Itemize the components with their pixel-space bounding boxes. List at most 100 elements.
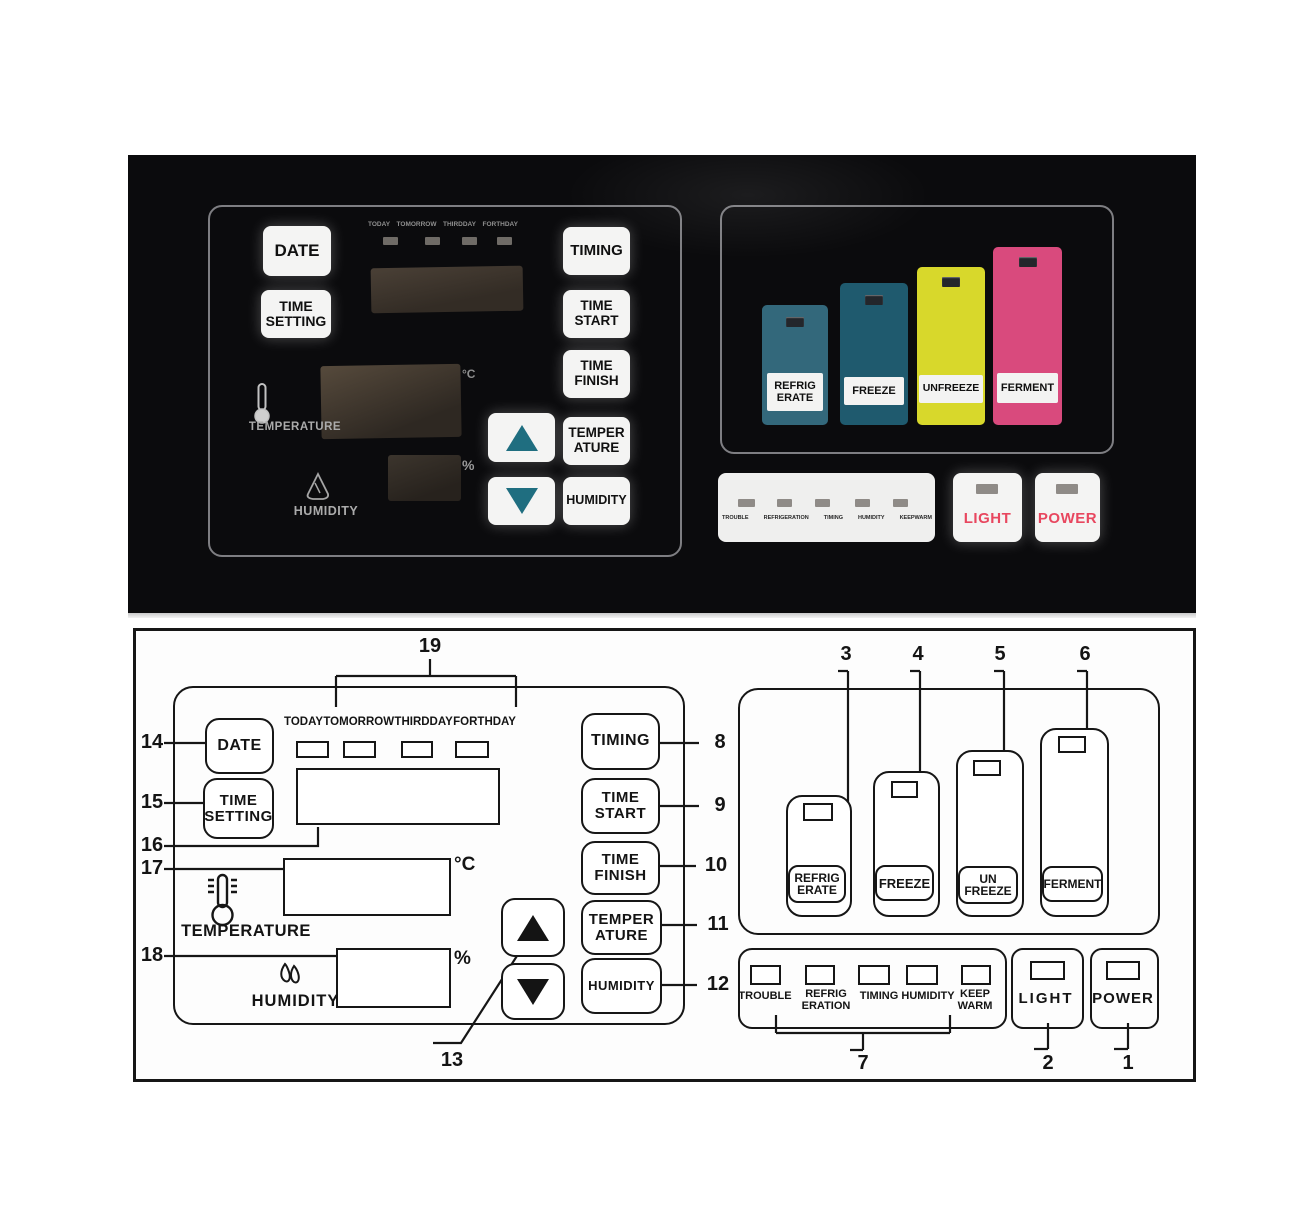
status-led: [815, 499, 830, 507]
diagram-status-led: [750, 965, 781, 985]
diagram-freeze-button[interactable]: FREEZE: [873, 771, 940, 917]
timing-button[interactable]: TIMING: [563, 227, 630, 275]
callout-13: 13: [440, 1049, 464, 1071]
ferment-mode-label: FERMENT: [997, 373, 1058, 403]
day-label-row: TODAY TOMORROW THIRDDAY FORTHDAY: [368, 221, 518, 228]
day-led: [383, 237, 398, 245]
diagram-time-setting-button[interactable]: TIME SETTING: [203, 778, 274, 839]
power-button[interactable]: POWER: [1035, 473, 1100, 542]
callout-1: 1: [1122, 1052, 1134, 1074]
light-indicator: [976, 484, 998, 494]
diagram-unfreeze-button[interactable]: UN FREEZE: [956, 750, 1024, 917]
diagram-up-arrow-icon: [517, 914, 549, 941]
diagram-percent-unit: %: [454, 948, 471, 969]
mode-indicator-window: [865, 295, 883, 305]
date-button[interactable]: DATE: [263, 226, 331, 276]
diagram-status-keepwarm: KEEP WARM: [957, 988, 993, 1012]
diagram-mode-panel: [738, 688, 1160, 935]
light-indicator-window: [1030, 961, 1065, 980]
diagram-light-label: LIGHT: [1018, 990, 1074, 1007]
callout-10: 10: [704, 854, 728, 876]
diagram-refrigerate-label: REFRIG ERATE: [788, 865, 846, 903]
control-panel-photo: DATE TIME SETTING TODAY TOMORROW THIRDDA…: [128, 155, 1196, 613]
diagram-left-panel: [173, 686, 685, 1025]
diagram-thermometer-icon: [208, 873, 237, 927]
temperature-caption: TEMPERATURE: [248, 421, 342, 433]
callout-3: 3: [840, 643, 852, 665]
diagram-status-timing: TIMING: [859, 990, 899, 1002]
unfreeze-mode-label: UNFREEZE: [919, 375, 983, 403]
humidity-display: [388, 455, 461, 501]
status-label-refrigeration: REFRIGERATION: [763, 515, 809, 521]
status-label-keepwarm: KEEPWARM: [899, 515, 932, 521]
diagram-refrigerate-button[interactable]: REFRIG ERATE: [786, 795, 852, 917]
mode-indicator-window: [973, 760, 1001, 776]
diagram-timing-button[interactable]: TIMING: [581, 713, 660, 770]
callout-4: 4: [912, 643, 924, 665]
diagram-down-arrow-button[interactable]: [501, 963, 565, 1020]
mode-indicator-window: [1019, 257, 1037, 267]
thermometer-icon: [254, 383, 270, 424]
callout-11: 11: [707, 913, 729, 935]
callout-14: 14: [140, 731, 164, 753]
down-arrow-button[interactable]: [488, 477, 555, 525]
diagram-day-label-row: TODAY TOMORROW THIRDDAY FORTHDAY: [284, 716, 516, 728]
diagram-freeze-label: FREEZE: [875, 865, 934, 901]
status-label-row: TROUBLE REFRIGERATION TIMING HUMIDITY KE…: [722, 515, 932, 521]
temperature-button-label: TEMPER ATURE: [568, 425, 625, 455]
day-led: [497, 237, 512, 245]
diagram-light-button[interactable]: LIGHT: [1011, 948, 1084, 1029]
temperature-button[interactable]: TEMPER ATURE: [563, 417, 630, 465]
humidity-button[interactable]: HUMIDITY: [563, 477, 630, 525]
diagram-ferment-button[interactable]: FERMENT: [1040, 728, 1109, 917]
status-led: [738, 499, 755, 507]
diagram-humidity-display: [336, 948, 451, 1008]
up-arrow-button[interactable]: [488, 413, 555, 462]
time-start-button[interactable]: TIME START: [563, 290, 630, 338]
diagram-status-refrigeration: REFRIG ERATION: [801, 988, 851, 1012]
refrigerate-mode-button[interactable]: REFRIG ERATE: [762, 305, 828, 425]
diagram-power-button[interactable]: POWER: [1090, 948, 1159, 1029]
diagram-humidity-caption: HUMIDITY: [251, 992, 340, 1010]
day-label-today: TODAY: [368, 221, 391, 228]
callout-2: 2: [1042, 1052, 1054, 1074]
time-setting-button[interactable]: TIME SETTING: [261, 290, 331, 338]
mode-indicator-window: [891, 781, 918, 798]
time-setting-label: TIME SETTING: [265, 297, 327, 329]
callout-16: 16: [140, 834, 164, 856]
status-label-humidity: HUMIDITY: [857, 515, 885, 521]
time-finish-button[interactable]: TIME FINISH: [563, 350, 630, 398]
freeze-mode-label: FREEZE: [844, 377, 904, 405]
date-button-label: DATE: [274, 240, 320, 260]
diagram-temperature-button[interactable]: TEMPER ATURE: [581, 900, 662, 955]
diagram-day-led: [343, 741, 376, 758]
photo-left-panel: [208, 205, 682, 557]
control-panel-diagram: DATE TIME SETTING TODAY TOMORROW THIRDDA…: [133, 628, 1196, 1082]
diagram-ferment-label: FERMENT: [1042, 866, 1103, 902]
photo-mode-panel: [720, 205, 1114, 454]
light-button[interactable]: LIGHT: [953, 473, 1022, 542]
unfreeze-mode-button[interactable]: UNFREEZE: [917, 267, 985, 425]
status-label-trouble: TROUBLE: [722, 515, 749, 521]
diagram-status-humidity: HUMIDITY: [901, 990, 955, 1002]
callout-6: 6: [1079, 643, 1091, 665]
status-led: [855, 499, 870, 507]
day-label-thirdday: THIRDDAY: [442, 221, 476, 228]
diagram-date-button[interactable]: DATE: [205, 718, 274, 774]
day-label-tomorrow: TOMORROW: [396, 221, 437, 228]
ferment-mode-button[interactable]: FERMENT: [993, 247, 1062, 425]
diagram-day-led: [296, 741, 329, 758]
celsius-unit: °C: [462, 367, 476, 381]
diagram-humidity-icon: [280, 962, 300, 984]
diagram-time-start-button[interactable]: TIME START: [581, 778, 660, 834]
status-led-panel: [718, 473, 935, 542]
diagram-status-led: [906, 965, 938, 985]
timing-label: TIMING: [570, 241, 623, 259]
diagram-humidity-button[interactable]: HUMIDITY: [581, 958, 662, 1014]
diagram-time-finish-button[interactable]: TIME FINISH: [581, 841, 660, 895]
mode-indicator-window: [1058, 736, 1086, 753]
mode-indicator-window: [942, 277, 960, 287]
diagram-up-arrow-button[interactable]: [501, 898, 565, 957]
freeze-mode-button[interactable]: FREEZE: [840, 283, 908, 425]
